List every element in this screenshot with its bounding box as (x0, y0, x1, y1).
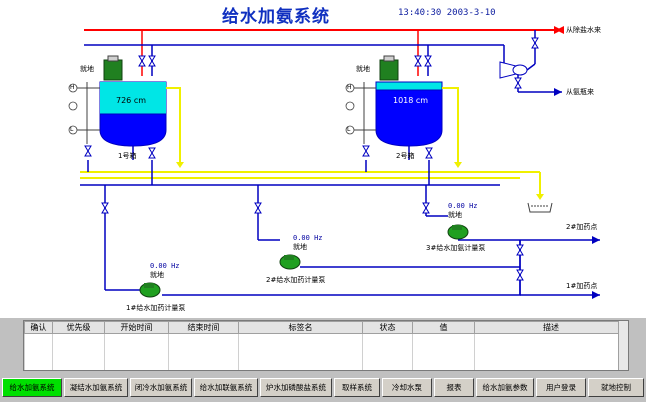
pump-1-freq: 0.00 Hz (150, 262, 180, 270)
nav-user-login[interactable]: 用户登录 (536, 378, 586, 397)
nav-phosphate[interactable]: 炉水加磷酸盐系统 (260, 378, 332, 397)
bottom-nav: 给水加氨系统 凝结水加氨系统 闭冷水加氨系统 给水加联氨系统 炉水加磷酸盐系统 … (0, 378, 646, 400)
col-priority[interactable]: 优先级 (52, 321, 105, 334)
pump-1-graphic (139, 282, 161, 298)
nav-condensate-ammonia[interactable]: 凝结水加氨系统 (64, 378, 128, 397)
nav-feedwater-hydrazine[interactable]: 给水加联氨系统 (194, 378, 258, 397)
tank-1-mode: 就地 (80, 65, 94, 73)
tank-2 (375, 55, 443, 160)
pump-3-graphic (447, 224, 469, 240)
tank-1 (99, 55, 167, 160)
col-description[interactable]: 描述 (474, 321, 628, 334)
nav-closed-cooling-ammonia[interactable]: 闭冷水加氨系统 (130, 378, 192, 397)
process-diagram (68, 26, 600, 299)
table-row[interactable] (24, 343, 628, 352)
pump-3-freq: 0.00 Hz (448, 202, 478, 210)
table-row[interactable] (24, 333, 628, 343)
pump-3-mode: 就地 (448, 211, 462, 219)
tank-2-level: 1018 cm (393, 96, 429, 105)
col-confirm[interactable]: 确认 (24, 321, 53, 334)
pump-2-mode: 就地 (293, 243, 307, 251)
col-value[interactable]: 值 (412, 321, 475, 334)
table-row[interactable] (24, 352, 628, 361)
col-start-time[interactable]: 开始时间 (104, 321, 169, 334)
alarm-scrollbar[interactable] (618, 321, 628, 370)
nav-report[interactable]: 报表 (434, 378, 474, 397)
page-title: 给水加氨系统 (222, 7, 330, 27)
label-from-desalted: 从除盐水来 (566, 26, 601, 34)
nav-feedwater-ammonia[interactable]: 给水加氨系统 (2, 378, 62, 397)
tank-2-name: 2号箱 (396, 152, 415, 160)
nav-cooling-pump[interactable]: 冷却水泵 (382, 378, 432, 397)
pump-1-name: 1#给水加药计量泵 (126, 304, 186, 312)
pump-3-name: 3#给水加氨计量泵 (426, 244, 486, 252)
pump-2-name: 2#给水加药计量泵 (266, 276, 326, 284)
nav-sampling[interactable]: 取样系统 (334, 378, 380, 397)
col-end-time[interactable]: 结束时间 (168, 321, 239, 334)
tank-1-name: 1号箱 (118, 152, 137, 160)
tank-1-level: 726 cm (116, 96, 147, 105)
nav-local-control[interactable]: 就地控制 (588, 378, 644, 397)
mimic-canvas: 给水加氨系统 13:40:30 2003-3-10 (0, 0, 646, 318)
col-tag-name[interactable]: 标签名 (238, 321, 363, 334)
table-row[interactable] (24, 361, 628, 370)
label-dosing-2: 2#加药点 (566, 223, 598, 231)
datetime-display: 13:40:30 2003-3-10 (398, 8, 496, 18)
drain-pipes (80, 87, 541, 198)
tank-2-mode: 就地 (356, 65, 370, 73)
label-from-ammonia: 从氨瓶来 (566, 88, 594, 96)
pump-2-freq: 0.00 Hz (293, 234, 323, 242)
tank-1-low-switch: L (70, 126, 74, 133)
alarm-table[interactable]: 确认 优先级 开始时间 结束时间 标签名 状态 值 描述 (23, 320, 629, 371)
tank-2-low-switch: L (347, 126, 351, 133)
tank-2-high-switch: H (347, 84, 352, 91)
nav-ammonia-params[interactable]: 给水加氨参数 (476, 378, 534, 397)
col-status[interactable]: 状态 (362, 321, 413, 334)
tank-1-high-switch: H (70, 84, 75, 91)
label-dosing-1: 1#加药点 (566, 282, 598, 290)
pump-1-mode: 就地 (150, 271, 164, 279)
pump-2-graphic (279, 254, 301, 270)
